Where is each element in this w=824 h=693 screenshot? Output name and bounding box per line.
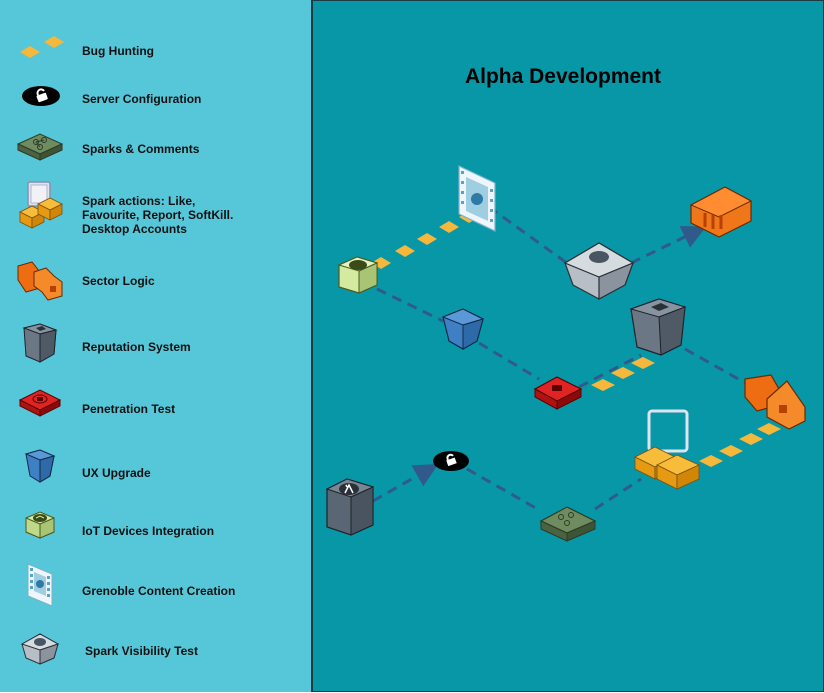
link-server-to-sparks xyxy=(466,467,542,513)
bug-hunting-path-top xyxy=(371,211,479,269)
legend-label: UX Upgrade xyxy=(82,466,151,480)
diagram-panel: Alpha Development xyxy=(312,0,824,692)
content-creation-icon xyxy=(27,563,53,607)
reputation-system-icon xyxy=(22,323,58,363)
link-content-to-visibility xyxy=(488,205,572,268)
legend-item-bug-hunting: Bug Hunting xyxy=(0,32,312,72)
node-sector-logic-top xyxy=(689,186,753,238)
legend-item-sparks-comments: Sparks & Comments xyxy=(0,128,312,168)
penetration-test-icon xyxy=(18,389,62,417)
link-iot-to-ux xyxy=(376,287,444,323)
legend-item-spark-visibility: Spark Visibility Test xyxy=(0,628,312,668)
legend-panel: Bug Hunting Server Configuration xyxy=(0,0,312,692)
diagram-canvas xyxy=(325,165,806,542)
node-server-configuration xyxy=(433,451,469,471)
legend-item-spark-actions: Spark actions: Like, Favourite, Report, … xyxy=(0,180,312,236)
legend-label: IoT Devices Integration xyxy=(82,524,215,538)
link-ux-to-penetration xyxy=(478,341,540,381)
legend-item-iot-devices: IoT Devices Integration xyxy=(0,508,312,548)
node-spark-actions xyxy=(634,409,700,490)
legend-label: Sector Logic xyxy=(82,274,155,288)
link-lambda-to-server xyxy=(372,464,439,503)
node-sparks-comments xyxy=(539,506,597,542)
legend-item-ux-upgrade: UX Upgrade xyxy=(0,448,312,488)
legend-item-server-configuration: Server Configuration xyxy=(0,80,312,120)
node-content-creation xyxy=(458,165,496,232)
legend-label: Penetration Test xyxy=(82,402,176,416)
link-visibility-to-sector xyxy=(630,226,707,265)
ux-upgrade-icon xyxy=(24,449,56,483)
node-lambda xyxy=(325,478,375,536)
server-configuration-icon xyxy=(22,86,60,106)
node-iot-devices xyxy=(337,256,379,294)
node-reputation-system xyxy=(629,298,687,356)
legend-item-content-creation: Grenoble Content Creation xyxy=(0,562,312,608)
legend-label: Spark Visibility Test xyxy=(85,644,198,658)
legend-label: Reputation System xyxy=(82,340,191,354)
legend-item-reputation-system: Reputation System xyxy=(0,322,312,363)
legend-label: Bug Hunting xyxy=(82,44,154,58)
link-penetration-to-reputation xyxy=(578,353,642,389)
legend-label: Server Configuration xyxy=(82,92,202,106)
legend-label: Sparks & Comments xyxy=(82,142,200,156)
sector-logic-icon xyxy=(17,261,63,301)
node-sector-logic-right xyxy=(744,374,806,430)
legend-item-penetration-test: Penetration Test xyxy=(0,386,312,426)
bug-hunting-path-low xyxy=(699,423,781,467)
node-ux-upgrade xyxy=(441,308,485,350)
legend-item-sector-logic: Sector Logic xyxy=(0,258,312,301)
spark-actions-icon xyxy=(19,181,63,229)
node-penetration-test xyxy=(533,376,583,410)
spark-visibility-icon xyxy=(20,633,60,665)
diagram-title: Alpha Development xyxy=(464,65,662,88)
iot-devices-icon xyxy=(25,511,55,539)
bug-hunting-icon xyxy=(20,36,64,58)
link-reputation-to-sector xyxy=(684,347,750,387)
legend-label: Grenoble Content Creation xyxy=(82,584,236,598)
sparks-comments-icon xyxy=(16,133,64,161)
legend-label: Spark actions: Like, Favourite, Report, … xyxy=(82,194,234,236)
link-sparks-to-actions xyxy=(594,477,642,511)
node-spark-visibility xyxy=(563,242,635,301)
bug-hunting-path-mid xyxy=(591,357,655,391)
